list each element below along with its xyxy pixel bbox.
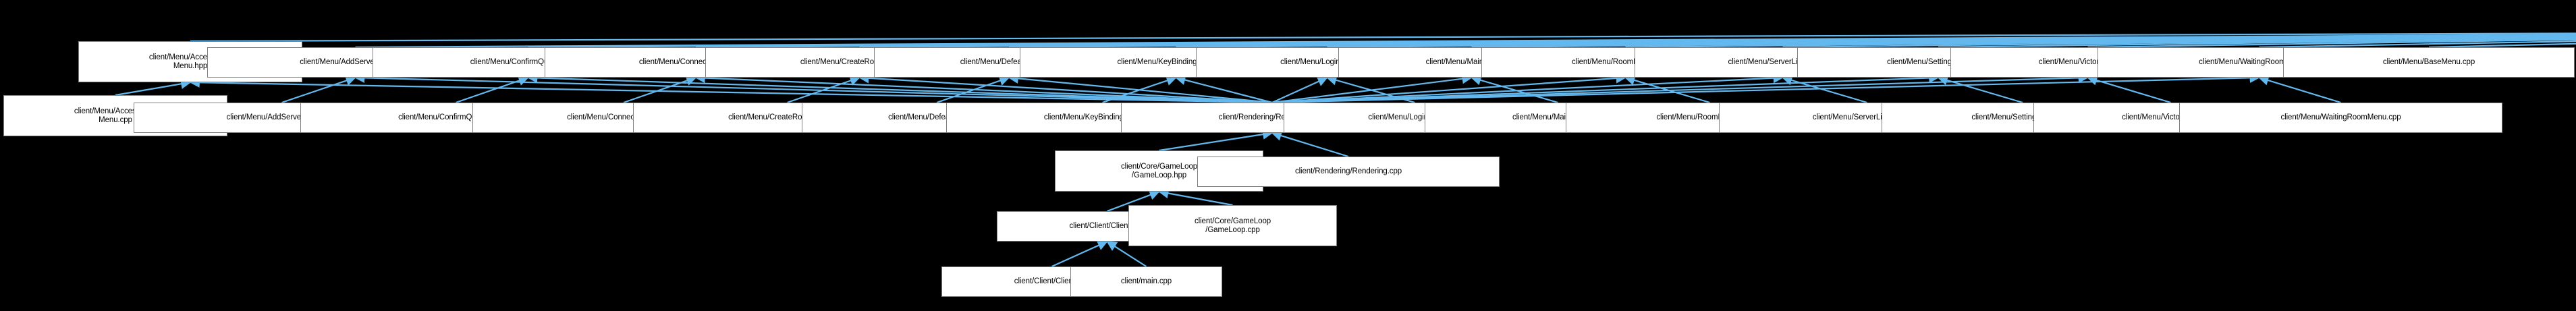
edge-rendering_hpp-to-settings_hpp bbox=[1271, 72, 1940, 104]
edge-roomlist_cpp-to-roomlist_hpp bbox=[1624, 75, 1710, 104]
edge-confirmquit_hpp-to-root bbox=[528, 34, 2576, 49]
edge-connection_hpp-to-root bbox=[695, 34, 2576, 49]
edge-accessibility_hpp-to-root bbox=[190, 32, 2576, 43]
edge-createroom_hpp-to-root bbox=[859, 34, 2576, 49]
graph-node-basemenu_cpp[interactable]: client/Menu/BaseMenu.cpp bbox=[2283, 47, 2575, 78]
edge-defeat_cpp-to-defeat_hpp bbox=[936, 76, 1010, 104]
edge-victory_hpp-to-root bbox=[2087, 38, 2576, 49]
edge-waitingroom_cpp-to-waitingroom_hpp bbox=[2258, 75, 2341, 104]
edge-connection_cpp-to-connection_hpp bbox=[623, 76, 697, 104]
edge-gameloop_hpp-to-rendering_hpp bbox=[1159, 129, 1273, 152]
edge-basemenu_cpp-to-root bbox=[2428, 43, 2576, 49]
edge-rendering_hpp-to-serverlist_hpp bbox=[1271, 72, 1784, 104]
edge-confirmquit_cpp-to-confirmquit_hpp bbox=[456, 76, 529, 104]
edge-rendering_hpp-to-confirmquit_hpp bbox=[526, 72, 1273, 104]
edge-client_cpp-to-client_hpp bbox=[1051, 240, 1108, 268]
edge-keybindings_cpp-to-keybindings_hpp bbox=[1102, 76, 1177, 104]
edge-rendering_hpp-to-defeat_hpp bbox=[1008, 73, 1273, 104]
edge-rendering_hpp-to-mainmenu_hpp bbox=[1271, 74, 1473, 104]
edge-rendering_hpp-to-victory_hpp bbox=[1271, 72, 2089, 104]
edge-serverlist_cpp-to-serverlist_hpp bbox=[1782, 75, 1867, 104]
edge-rendering_hpp-to-createroom_hpp bbox=[858, 73, 1273, 104]
edge-waitingroom_hpp-to-root bbox=[2259, 40, 2576, 49]
edge-rendering_hpp-to-accessibility_hpp bbox=[189, 77, 1273, 104]
edge-rendering_hpp-to-login_hpp bbox=[1271, 76, 1328, 104]
edge-roomlist_hpp-to-root bbox=[1625, 36, 2576, 49]
edge-addserver_hpp-to-root bbox=[355, 34, 2576, 49]
edge-createroom_cpp-to-createroom_hpp bbox=[787, 76, 860, 104]
edge-mainmenu_hpp-to-root bbox=[1471, 36, 2576, 49]
edge-mainmenu_cpp-to-mainmenu_hpp bbox=[1471, 75, 1558, 104]
edge-rendering_hpp-to-addserver_hpp bbox=[354, 72, 1273, 104]
edge-rendering_hpp-to-roomlist_hpp bbox=[1271, 73, 1627, 104]
edge-settings_cpp-to-settings_hpp bbox=[1937, 75, 2023, 104]
edge-gameloop_cpp-to-gameloop_hpp bbox=[1157, 188, 1233, 206]
graph-node-waitingroom_cpp[interactable]: client/Menu/WaitingRoomMenu.cpp bbox=[2179, 103, 2502, 133]
edge-rendering_hpp-to-waitingroom_hpp bbox=[1271, 72, 2261, 104]
edge-victory_cpp-to-victory_hpp bbox=[2087, 75, 2171, 104]
edge-defeat_hpp-to-root bbox=[1008, 34, 2576, 49]
edge-rendering_hpp-to-keybindings_hpp bbox=[1175, 75, 1273, 104]
edge-rendering_cpp-to-rendering_hpp bbox=[1271, 130, 1349, 158]
edge-login_cpp-to-login_hpp bbox=[1326, 75, 1415, 104]
edge-login_hpp-to-root bbox=[1327, 35, 2576, 49]
edge-keybindings_hpp-to-root bbox=[1176, 35, 2576, 49]
graph-node-rendering_cpp[interactable]: client/Rendering/Rendering.cpp bbox=[1197, 157, 1500, 187]
graph-node-gameloop_cpp[interactable]: client/Core/GameLoop /GameLoop.cpp bbox=[1128, 205, 1337, 246]
edge-serverlist_hpp-to-root bbox=[1782, 36, 2576, 49]
edge-settings_hpp-to-root bbox=[1938, 38, 2576, 49]
edge-accessibility_cpp-to-accessibility_hpp bbox=[115, 78, 192, 96]
edge-rendering_hpp-to-connection_hpp bbox=[694, 72, 1273, 104]
graph-node-main_cpp[interactable]: client/main.cpp bbox=[1070, 266, 1222, 297]
